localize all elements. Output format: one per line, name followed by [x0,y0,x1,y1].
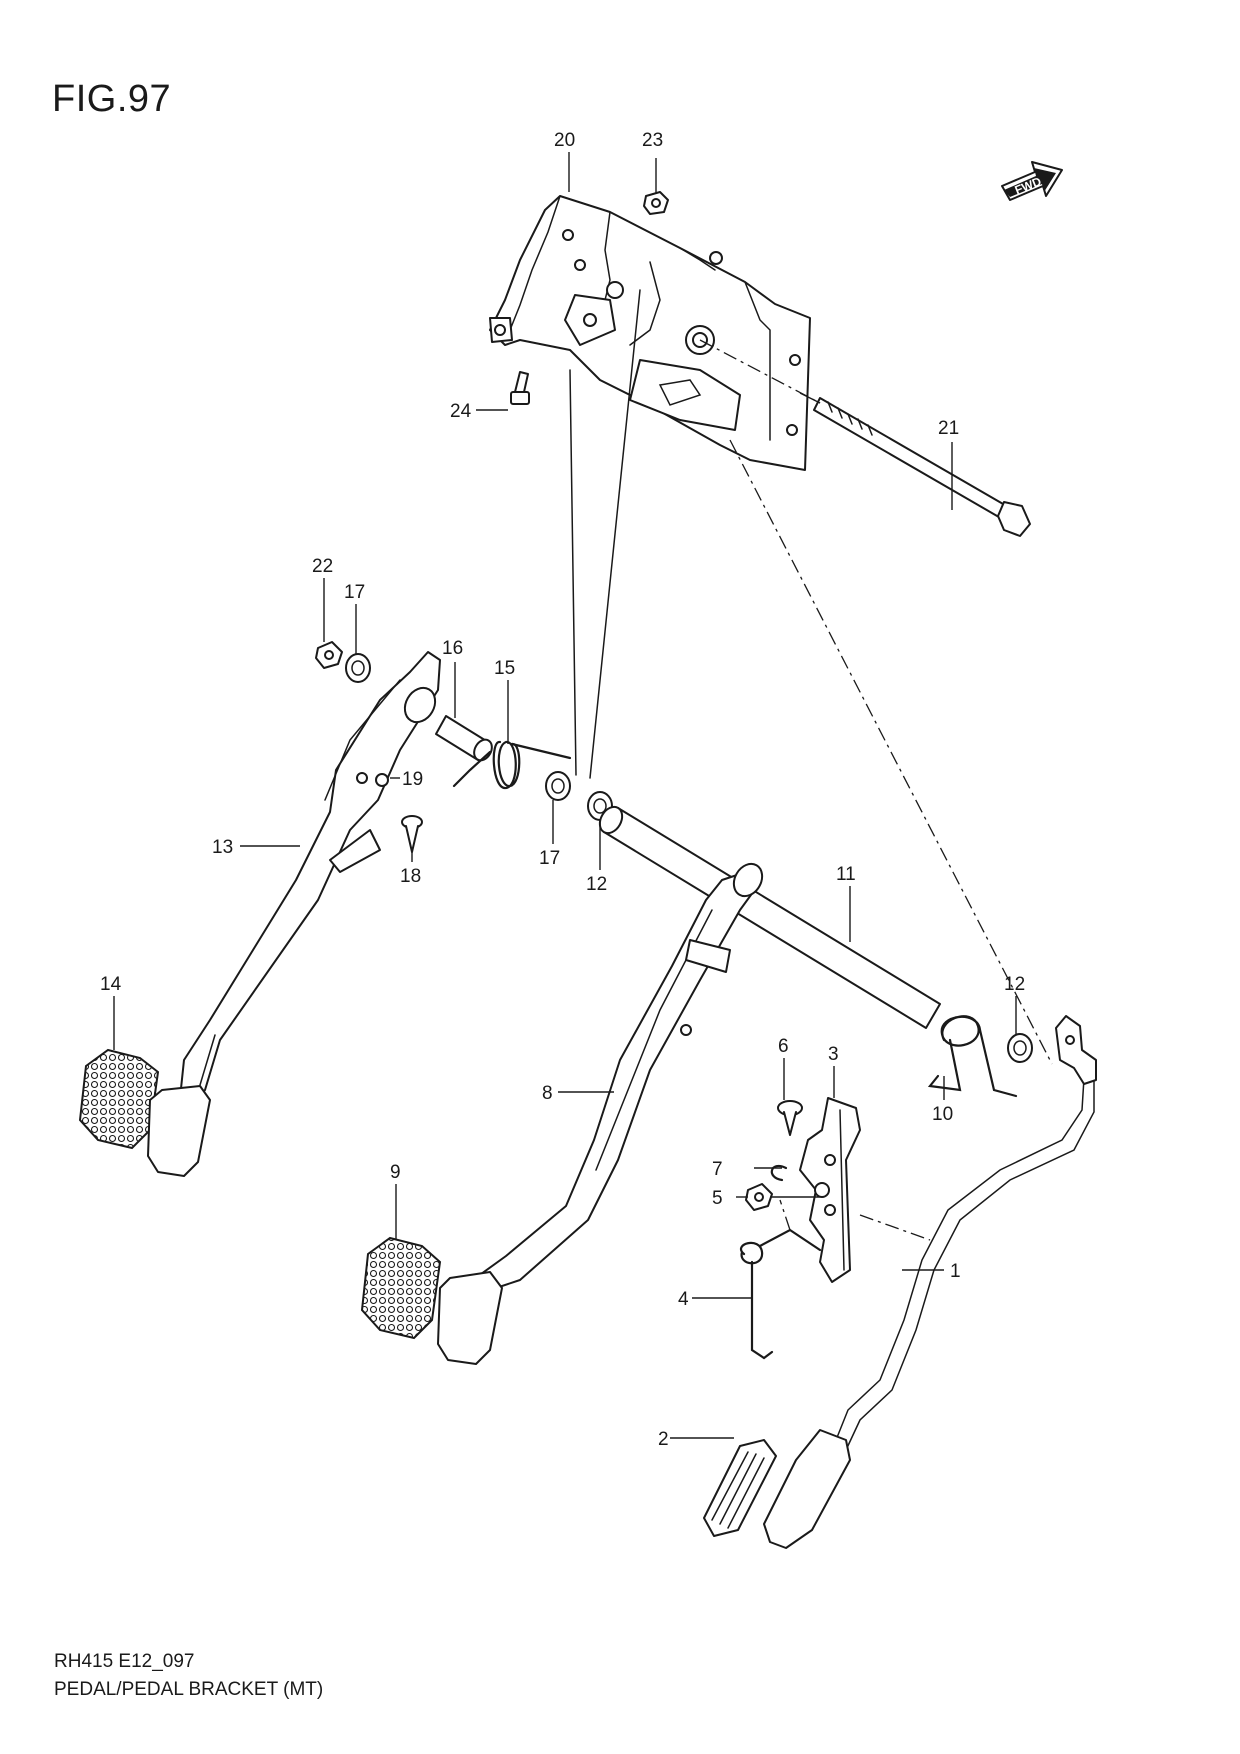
callout-23: 23 [642,130,663,151]
callout-11: 11 [836,864,856,885]
bolt-6 [777,1100,803,1136]
figure-caption: PEDAL/PEDAL BRACKET (MT) [54,1679,324,1700]
clutch-pedal-pad-14 [78,1048,211,1177]
spring-10 [927,1015,1018,1098]
callout-10: 10 [932,1104,953,1125]
bolt-24 [510,371,530,405]
clip-7 [770,1165,788,1182]
accelerator-pad-2 [703,1439,777,1537]
leader-lines [113,152,1017,1439]
callout-24: 24 [450,401,472,422]
figure-footer: RH415 E12_097 PEDAL/PEDAL BRACKET (MT) [54,1648,323,1704]
nut-5 [745,1183,773,1211]
fwd-arrow-icon: FWD [1001,161,1063,201]
bushing-17b [545,771,571,801]
spring-15 [452,740,572,790]
bushing-16 [403,686,493,762]
nut-19 [375,773,389,787]
bushing-12b [1007,1033,1033,1063]
brake-pedal-pad-9 [360,1236,503,1365]
callout-1: 1 [950,1261,961,1282]
callout-20: 20 [554,130,575,151]
accelerator-pedal-arm [763,1015,1097,1549]
callout-15: 15 [494,658,515,679]
nut-22 [315,641,343,669]
callout-17a: 17 [344,582,365,603]
bolt-21 [813,397,1031,537]
callout-19: 19 [402,769,423,790]
callout-21: 21 [938,418,959,439]
callout-2: 2 [658,1429,669,1450]
figure-title: FIG.97 [52,78,172,120]
spring-4 [740,1228,822,1360]
callout-14: 14 [100,974,122,995]
callout-12a: 12 [586,874,607,895]
callout-18: 18 [400,866,421,887]
callout-13: 13 [212,837,233,858]
callout-4: 4 [678,1289,689,1310]
callout-3: 3 [828,1044,839,1065]
pedal-bracket [489,195,811,471]
bolt-18 [401,815,423,853]
fwd-label: FWD [1013,174,1044,197]
callout-17b: 17 [539,848,560,869]
callout-22: 22 [312,556,333,577]
brake-pedal-arm [469,862,764,1301]
callout-5: 5 [712,1188,723,1209]
accelerator-bracket-3 [799,1097,861,1283]
callout-9: 9 [390,1162,401,1183]
callout-7: 7 [712,1159,723,1180]
callout-12b: 12 [1004,974,1025,995]
callouts: 1234567891011121213141516171718192021222… [100,130,1025,1450]
bushing-17a [345,653,371,683]
shaft-11 [598,805,941,1029]
callout-8: 8 [542,1083,553,1104]
nut-23 [643,191,669,215]
callout-16: 16 [442,638,463,659]
figure-code: RH415 E12_097 [54,1651,195,1672]
callout-6: 6 [778,1036,789,1057]
